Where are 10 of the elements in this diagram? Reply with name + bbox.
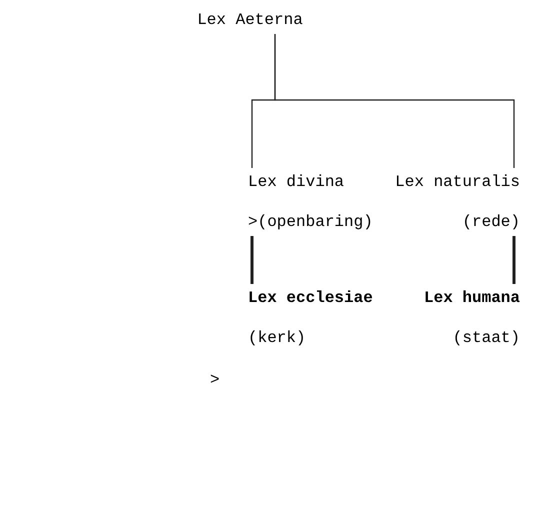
source-note: (staat) (452, 328, 520, 349)
connector-line (250, 236, 254, 284)
law-name: Lex divina (248, 172, 346, 193)
connector-line (512, 236, 516, 284)
stray-mark: > (210, 370, 220, 391)
law-name: Lex ecclesiae (248, 288, 374, 309)
connector-line (274, 34, 515, 168)
law-name: Lex Aeterna (196, 10, 304, 31)
source-note: >(openbaring) (248, 212, 374, 233)
source-note: (kerk) (248, 328, 307, 349)
